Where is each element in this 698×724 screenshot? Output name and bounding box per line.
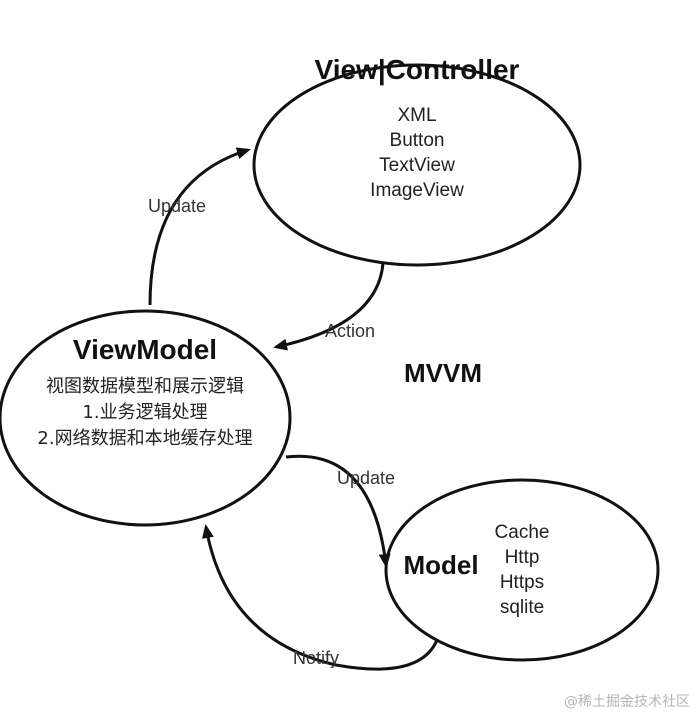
edge-label-update-bottom: Update [337,468,395,488]
edge-model-to-viewmodel [202,524,439,671]
edge-view-to-viewmodel [273,262,385,351]
viewmodel-line: 2.网络数据和本地缓存处理 [37,428,252,449]
view-item: XML [397,105,436,126]
view-controller-node [252,63,582,267]
diagram-title: MVVM [404,358,482,388]
viewmodel-line: 视图数据模型和展示逻辑 [46,376,244,397]
model-node [384,478,660,662]
view-item: ImageView [370,180,464,201]
viewmodel-title: ViewModel [73,334,217,365]
edge-label-notify: Notify [293,648,339,668]
edge-label-update-top: Update [148,196,206,216]
watermark: @稀土掘金技术社区 [564,694,690,710]
model-item: Http [505,547,540,568]
edge-label-action: Action [325,321,375,341]
viewmodel-line: 1.业务逻辑处理 [82,402,207,423]
edge-viewmodel-to-view [148,147,251,306]
view-item: Button [390,130,445,151]
viewmodel-node [0,309,292,527]
edge-viewmodel-to-model [285,454,391,568]
model-item: Cache [495,522,550,543]
model-item: sqlite [500,597,544,618]
view-controller-title: View|Controller [315,54,520,85]
model-item: Https [500,572,544,593]
model-title: Model [403,550,478,580]
view-item: TextView [379,155,455,176]
